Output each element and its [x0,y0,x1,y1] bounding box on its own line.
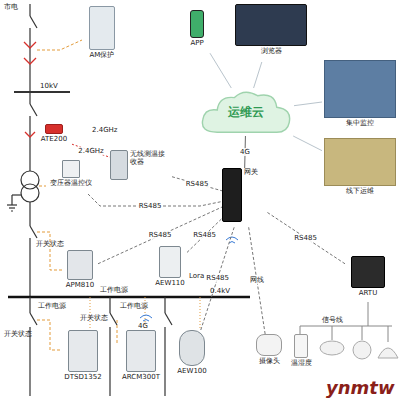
node-label: 运维云 [228,105,264,119]
node-label: 浏览器 [261,47,282,55]
network-link [248,226,265,334]
device-icon [222,168,242,222]
node-label: ATE200 [41,135,67,143]
node-label: 温湿度 [291,359,312,367]
node-label: AEW110 [155,279,185,287]
monitoring-center: 集中监控 [322,60,398,134]
node-label: 网关 [244,168,264,176]
web-browser: 浏览器 [232,4,310,62]
cloud-platform: 运维云 [198,88,294,136]
edge-label: 4G [239,148,251,156]
protection-relay: AM保护 [82,6,122,68]
power-label: 工作电源 [38,302,66,310]
device-icon [351,256,385,288]
device-icon [190,10,204,38]
mobile-app: APP [184,10,210,54]
edge-label: 2.4GHz [77,147,105,155]
protocol-label: Lora [189,272,204,280]
rs485-link [172,177,222,191]
humidity-sensor: 温湿度 [288,334,314,384]
device-icon [324,60,396,118]
device-icon [68,330,98,372]
frequency-label: 2.4GHz [92,126,118,134]
signal-label: 开关状态 [36,240,64,248]
temperature-controller: 变压器温控仪 [44,160,98,194]
cloud-link [293,136,322,151]
device-icon [110,150,128,180]
device-icon [67,250,93,280]
cloud-outline [202,92,289,132]
node-label: 变压器温控仪 [50,179,92,187]
node-label: 摄像头 [259,357,280,365]
signal-label: 开关状态 [4,330,32,338]
rs485-link [266,212,345,264]
edge-label: RS485 [138,202,163,210]
device-icon [159,246,181,278]
power-meter: APM810 [62,250,98,294]
node-label: APP [190,39,203,47]
rs485-link [187,218,222,252]
temperature-sensor: ATE200 [36,124,72,152]
voltage-label: 0.4kV [210,287,230,295]
device-icon [324,138,396,186]
device-icon [45,124,63,134]
device-icon [256,334,282,356]
node-label: 集中监控 [346,119,374,127]
power-label: 工作电源 [120,302,148,310]
signal-label: 信号线 [322,316,343,324]
camera: 摄像头 [252,334,286,384]
device-icon [62,160,80,178]
edge-label: RS485 [205,274,230,282]
artu-unit: ARTU [345,256,391,302]
source-label: 市电 [4,3,18,11]
cloud-link [210,53,231,88]
node-label: AM保护 [90,51,115,59]
gateway: 网关 [222,168,266,226]
voltage-label: 10kV [40,82,58,90]
power-label: 工作电源 [100,286,128,294]
wireless-link [72,144,110,157]
device-icon [235,4,307,46]
device-icon [89,6,115,50]
device-icon [294,334,308,358]
node-label: ARTU [359,289,378,297]
edge-label: RS485 [293,234,318,242]
edge-label: 网线 [249,276,265,284]
cloud-link [254,62,262,88]
node-label: 线下运维 [346,187,374,195]
edge-label: RS485 [185,180,210,188]
node-label: DTSD1352 [64,373,101,381]
node-label: APM810 [66,281,94,289]
energy-meter: AEW110 [153,246,187,292]
energy-meter: AEW100 [172,330,212,384]
energy-meter: DTSD1352 [60,330,106,388]
device-icon [179,330,205,366]
wireless-receiver: 无线测温接收器 [110,150,172,186]
protocol-label: 4G [138,322,148,330]
rs485-link [201,226,235,330]
node-label: ARCM300T [122,373,160,381]
signal-label: 开关状态 [80,314,108,322]
edge-label: RS485 [148,231,173,239]
edge-label: RS485 [192,231,217,239]
cloud-link [294,102,322,106]
field-service: 线下运维 [322,138,398,202]
node-label: 无线测温接收器 [130,150,166,166]
node-label: AEW100 [177,367,207,375]
device-icon [126,330,156,372]
watermark: ynmtw [326,378,395,397]
fire-monitor: ARCM300T [118,330,164,388]
